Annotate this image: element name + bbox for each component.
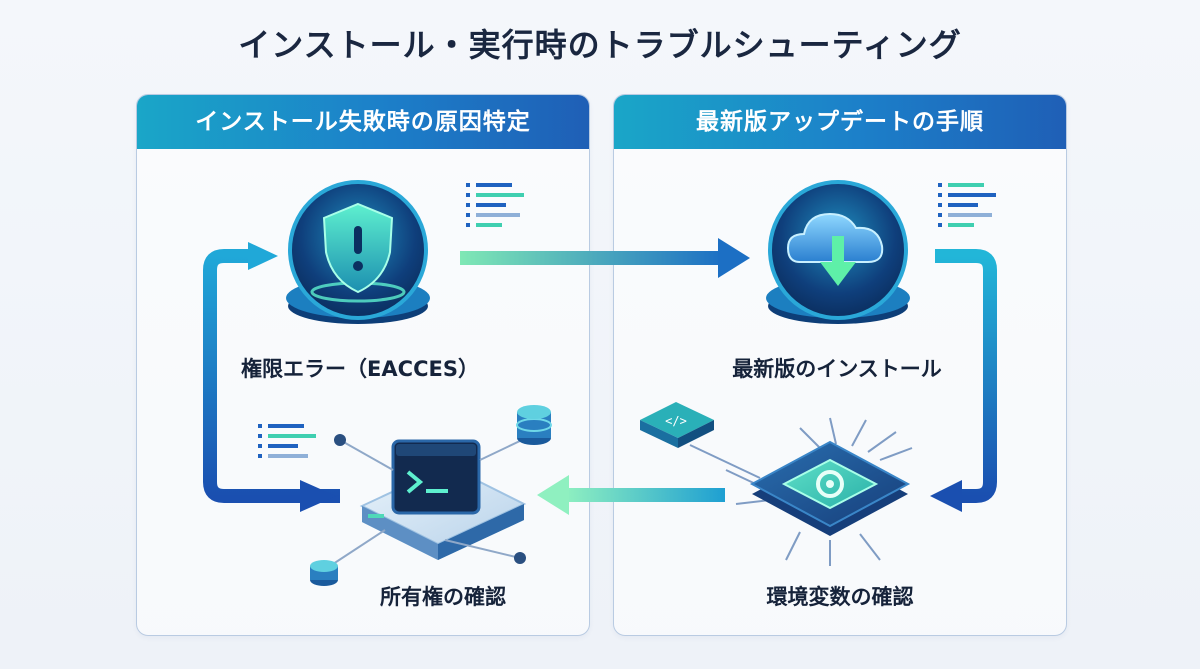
connector-node-icon bbox=[514, 552, 526, 564]
connector-node-icon bbox=[334, 434, 346, 446]
cpu-gear-icon bbox=[725, 417, 913, 566]
shield-warning-icon bbox=[286, 180, 430, 324]
database-small-icon bbox=[310, 560, 338, 586]
node-label-permission-error: 権限エラー（EACCES） bbox=[241, 357, 479, 381]
terminal-icon bbox=[359, 439, 527, 560]
code-lines-decoration bbox=[466, 183, 524, 227]
cloud-download-icon bbox=[766, 180, 910, 324]
node-label-ownership-check: 所有権の確認 bbox=[380, 585, 506, 609]
arrow-to-ownership-check bbox=[537, 475, 725, 515]
arrow-to-latest-install bbox=[460, 238, 750, 278]
svg-text:</>: </> bbox=[665, 414, 687, 428]
node-label-latest-install: 最新版のインストール bbox=[732, 357, 942, 381]
connector-lines-ownership bbox=[329, 439, 523, 567]
panel-header-update-steps: 最新版アップデートの手順 bbox=[614, 95, 1066, 149]
code-lines-decoration bbox=[938, 183, 996, 227]
code-tag-icon: </> bbox=[640, 402, 761, 479]
database-icon bbox=[516, 405, 552, 445]
arrow-loop-left bbox=[203, 242, 340, 512]
arrow-loop-right bbox=[930, 249, 997, 512]
node-label-env-check: 環境変数の確認 bbox=[766, 585, 914, 609]
panel-header-install-failure: インストール失敗時の原因特定 bbox=[137, 95, 589, 149]
code-lines-decoration bbox=[258, 424, 316, 458]
page-title: インストール・実行時のトラブルシューティング bbox=[238, 26, 962, 64]
